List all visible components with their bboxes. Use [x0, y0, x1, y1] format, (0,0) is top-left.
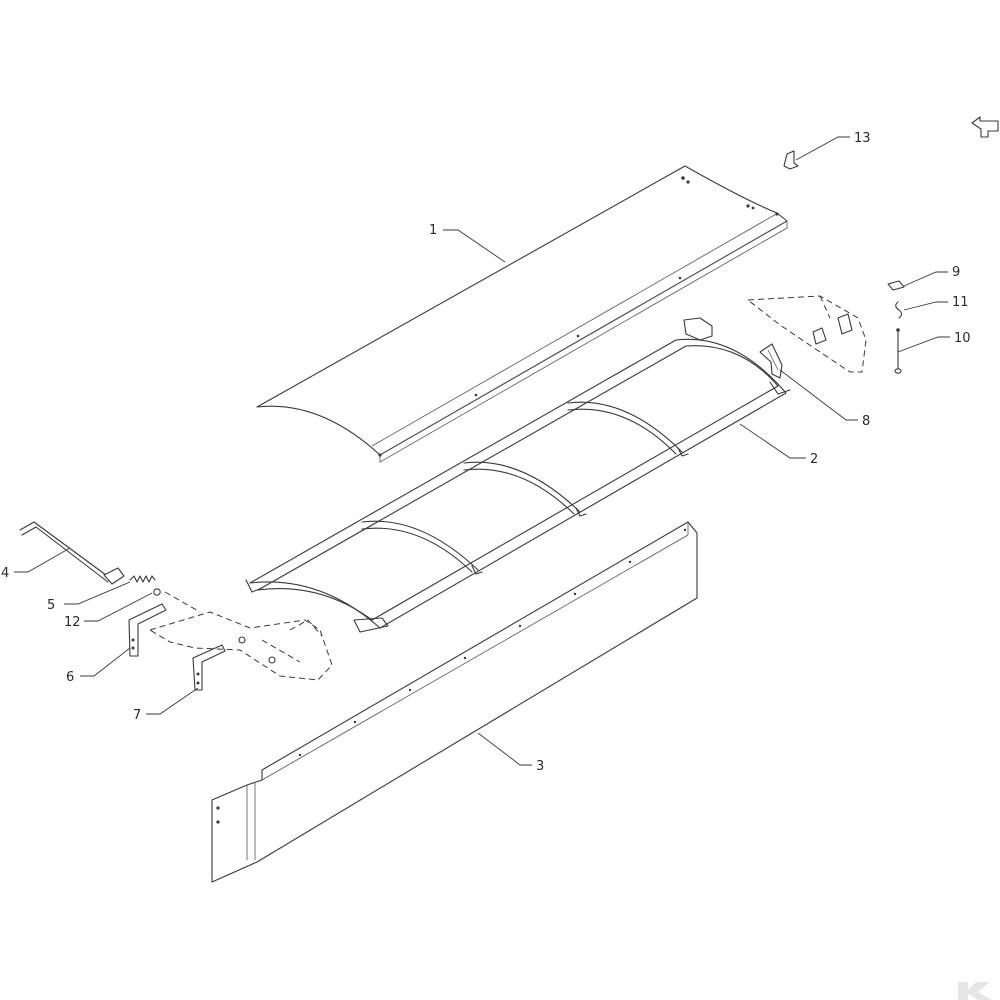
part-7-bracket: [192, 644, 226, 691]
callout-9: 9: [952, 265, 960, 280]
callout-4: 4: [1, 566, 9, 581]
part-5-spring: [129, 575, 156, 583]
leader-lines: [14, 136, 950, 766]
callout-13: 13: [854, 131, 871, 146]
part-11-hook: [895, 301, 903, 319]
callout-11: 11: [952, 295, 969, 310]
callout-3: 3: [536, 759, 544, 774]
callout-1: 1: [429, 223, 437, 238]
part-1-top-cover: [256, 165, 788, 463]
right-assembly-dashed: [746, 295, 867, 373]
part-8-handle: [759, 343, 783, 379]
callout-5: 5: [47, 598, 55, 613]
part-6-bracket: [128, 603, 167, 657]
part-3-side-panel: [211, 521, 698, 883]
left-assembly-dashed: [148, 591, 333, 681]
callout-6: 6: [66, 670, 74, 685]
direction-arrow-icon: [971, 116, 999, 138]
callout-2: 2: [810, 452, 818, 467]
callout-10: 10: [954, 331, 971, 346]
frame-end-bracket: [683, 317, 713, 341]
callout-12: 12: [64, 615, 81, 630]
part-13-bracket: [783, 150, 799, 170]
part-9-clip: [887, 280, 905, 291]
part-4-rod: [19, 521, 125, 585]
part-10-pin: [894, 328, 902, 374]
k-logo-icon: [958, 982, 992, 1000]
callout-labels: 1 2 3 4 5 12 6 7 8 9 11 10 13: [1, 131, 971, 774]
callout-8: 8: [862, 414, 870, 429]
callout-7: 7: [133, 708, 141, 723]
part-12-washer: [153, 588, 161, 596]
part-2-frame: [245, 338, 791, 633]
